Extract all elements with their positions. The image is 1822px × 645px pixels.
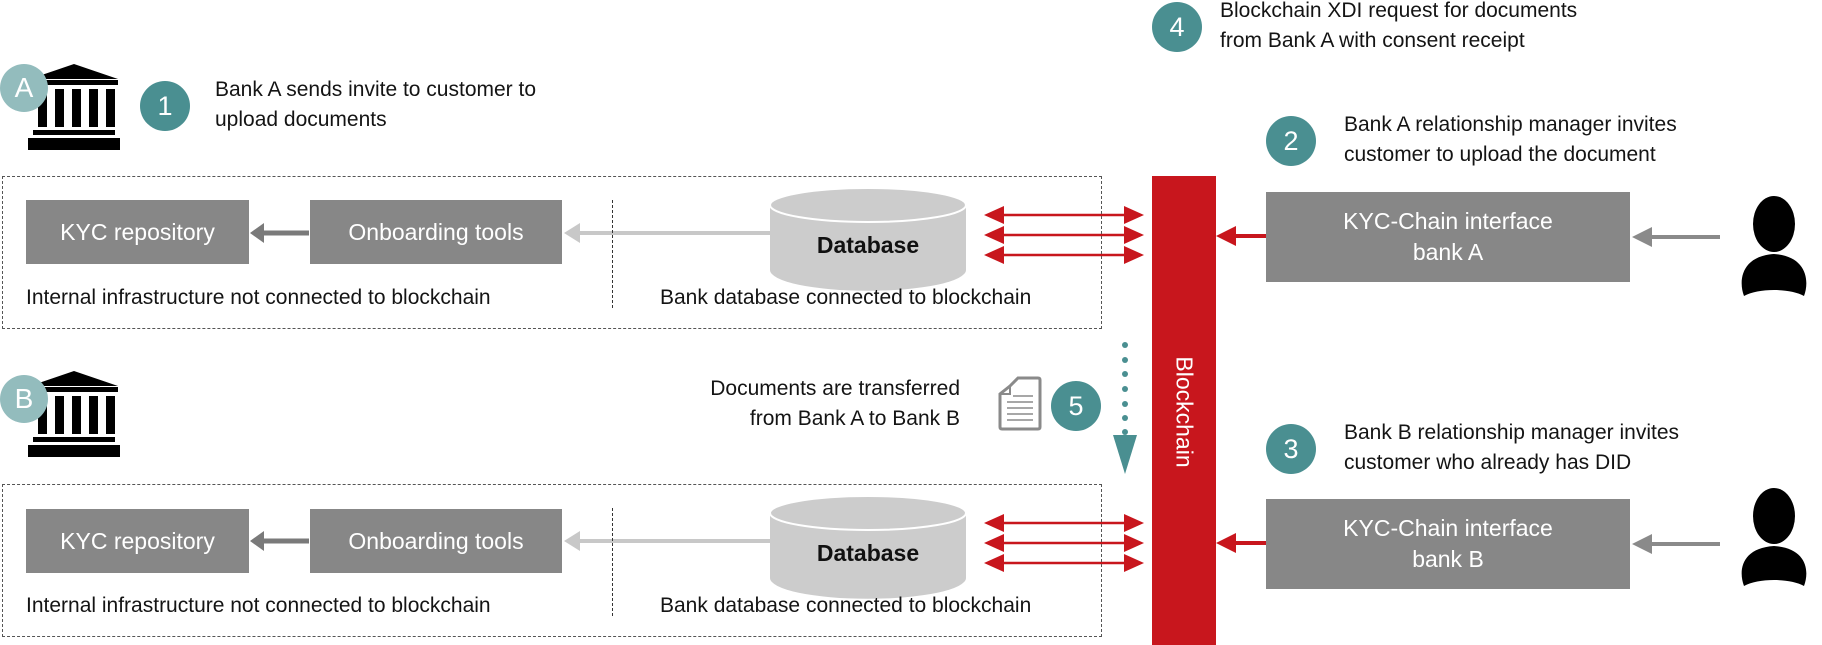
database-b-cylinder-icon — [769, 495, 967, 599]
step-5-line-1: Documents are transferred — [710, 377, 960, 400]
step-1-badge: 1 — [140, 81, 190, 131]
bank-b-infrastructure-frame — [2, 484, 1102, 637]
bank-b-building-icon — [28, 371, 120, 457]
step-5-line-2: from Bank A to Bank B — [749, 407, 960, 430]
bank-b-database-label: Database — [816, 540, 920, 566]
row-a-connectors — [250, 206, 1720, 264]
bank-b-frame-divider — [612, 508, 613, 616]
row-b-connectors — [250, 514, 1720, 572]
step-3-line-2: customer who already has DID — [1344, 451, 1632, 474]
step-5-badge: 5 — [1051, 381, 1101, 431]
bank-a-badge: A — [0, 64, 48, 112]
step-4-line-1: Blockchain XDI request for documents — [1220, 0, 1578, 22]
bank-b-badge: B — [0, 375, 48, 423]
step-4-line-2: from Bank A with consent receipt — [1220, 29, 1525, 52]
bank-a-database-label: Database — [816, 232, 920, 258]
bank-b-interface-line-1: KYC-Chain interface — [1343, 515, 1553, 541]
customer-a-person-icon — [1741, 196, 1807, 296]
blockchain-label: Blockchain — [1171, 356, 1198, 468]
bank-a-interface-line-1: KYC-Chain interface — [1343, 208, 1553, 234]
database-a-cylinder-icon — [769, 187, 967, 291]
bank-a-interface-line-2: bank A — [1412, 239, 1484, 265]
step-5-caption: Documents are transferred from Bank A to… — [650, 374, 960, 434]
customer-b-person-icon — [1741, 488, 1807, 586]
bank-b-connected-label: Bank database connected to blockchain — [660, 594, 1032, 617]
bank-a-connected-label: Bank database connected to blockchain — [660, 286, 1032, 309]
bank-a-kyc-chain-interface-box: KYC-Chain interface bank A — [1266, 192, 1630, 282]
step-1-caption: Bank A sends invite to customer to uploa… — [215, 75, 536, 135]
step-3-line-1: Bank B relationship manager invites — [1344, 421, 1680, 444]
bank-a-frame-divider — [612, 200, 613, 308]
document-icon — [998, 376, 1042, 431]
step-2-line-1: Bank A relationship manager invites — [1344, 113, 1677, 136]
bank-a-onboarding-tools-box: Onboarding tools — [310, 200, 562, 264]
bank-a-infrastructure-frame — [2, 176, 1102, 329]
step-3-badge: 3 — [1266, 424, 1316, 474]
step-2-caption: Bank A relationship manager invites cust… — [1344, 110, 1677, 170]
bank-b-onboarding-tools-box: Onboarding tools — [310, 509, 562, 573]
step-2-line-2: customer to upload the document — [1344, 143, 1656, 166]
blockchain-bar — [1152, 176, 1216, 645]
step-2-badge: 2 — [1266, 116, 1316, 166]
bank-b-kyc-chain-interface-box: KYC-Chain interface bank B — [1266, 499, 1630, 589]
bank-b-kyc-repository-box: KYC repository — [26, 509, 249, 573]
step-3-caption: Bank B relationship manager invites cust… — [1344, 418, 1679, 478]
step-4-caption: Blockchain XDI request for documents fro… — [1220, 0, 1577, 56]
step-4-badge: 4 — [1152, 2, 1202, 52]
bank-a-building-icon — [28, 64, 120, 150]
transfer-dotted-arrow — [1113, 342, 1137, 474]
bank-b-interface-line-2: bank B — [1412, 546, 1484, 572]
row-a-db-blockchain-arrows — [984, 206, 1144, 264]
bank-b-internal-label: Internal infrastructure not connected to… — [26, 594, 491, 617]
step-1-line-2: upload documents — [215, 108, 387, 131]
row-b-db-blockchain-arrows — [984, 514, 1144, 572]
step-1-line-1: Bank A sends invite to customer to — [215, 78, 537, 101]
bank-a-kyc-repository-box: KYC repository — [26, 200, 249, 264]
bank-a-internal-label: Internal infrastructure not connected to… — [26, 286, 491, 309]
